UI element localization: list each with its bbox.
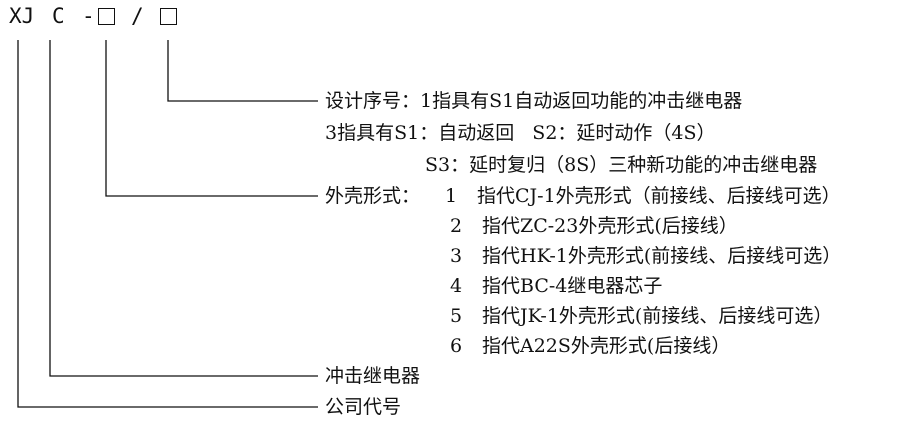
- shell-option-text: 指代HK-1外壳形式(前接线、后接线可选）: [482, 245, 842, 267]
- shell-option-num: 2: [450, 215, 463, 237]
- shell-option-num: 3: [450, 245, 463, 267]
- company-code-label: 公司代号: [325, 396, 402, 418]
- connector-shell-type: [105, 40, 318, 197]
- shell-option-num: 4: [450, 275, 463, 297]
- shell-option-text: 指代BC-4继电器芯子: [482, 275, 663, 297]
- shell-option-text: 指代CJ-1外壳形式（前接线、后接线可选）: [477, 185, 841, 207]
- impact-relay-label: 冲击继电器: [325, 365, 421, 387]
- code-relay-part: C: [52, 4, 65, 28]
- design-number-title: 设计序号：1指具有S1自动返回功能的冲击继电器: [325, 90, 743, 112]
- code-design-box: [160, 8, 177, 25]
- design-number-line-2: 3指具有S1：自动返回 S2：延时动作（4S）: [325, 122, 716, 144]
- shell-option-num: 6: [450, 335, 463, 357]
- code-slash: /: [131, 4, 144, 28]
- shell-option-text: 指代ZC-23外壳形式(后接线）: [482, 215, 738, 237]
- shell-option-text: 指代JK-1外壳形式(前接线、后接线可选）: [482, 305, 833, 327]
- shell-type-title: 外壳形式：: [325, 185, 421, 207]
- code-dash: -: [82, 4, 95, 28]
- design-number-line-3: S3：延时复归（8S）三种新功能的冲击继电器: [425, 154, 818, 176]
- shell-option-num: 5: [450, 305, 463, 327]
- connector-company-code: [17, 40, 318, 408]
- code-company-part: XJ: [9, 4, 35, 28]
- connector-design-number: [167, 40, 318, 102]
- shell-option-text: 指代A22S外壳形式(后接线）: [482, 335, 731, 357]
- shell-option-num: 1: [445, 185, 458, 207]
- code-shell-box: [98, 8, 115, 25]
- connector-impact-relay: [49, 40, 318, 377]
